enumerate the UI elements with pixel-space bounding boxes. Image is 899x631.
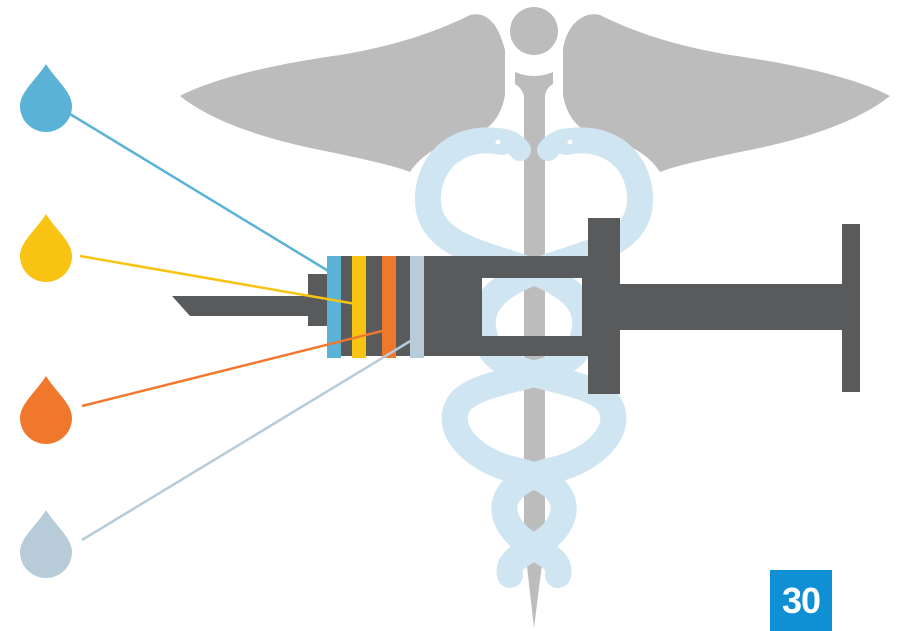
syringe-barrel (328, 256, 592, 356)
fluid-band-yellow (352, 256, 366, 358)
drop-icon-gray (20, 510, 72, 578)
drop-icon-orange (20, 376, 72, 444)
leader-line-gray (82, 340, 412, 540)
fluid-band-orange (382, 256, 396, 358)
page-number: 30 (782, 580, 820, 622)
drops (20, 64, 72, 578)
plunger-rod (618, 284, 844, 330)
staff-knob (510, 7, 558, 55)
leader-line-orange (82, 330, 386, 406)
finger-flange (588, 218, 620, 394)
plunger-thumb (842, 224, 860, 392)
drop-icon-yellow (20, 214, 72, 282)
drop-icon-blue (20, 64, 72, 132)
fluid-band-gray (410, 256, 424, 358)
page-number-badge: 30 (770, 570, 832, 631)
needle (172, 296, 318, 316)
